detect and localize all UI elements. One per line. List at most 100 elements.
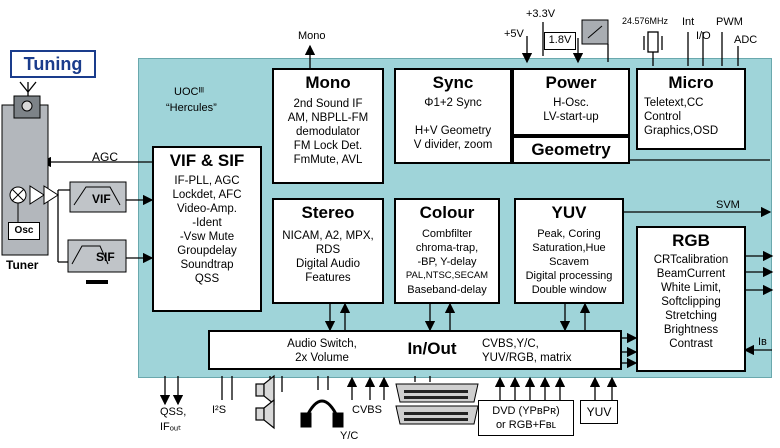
- colour-line: Baseband-delay: [407, 284, 487, 296]
- vif-sif-line: IF-PLL, AGC: [174, 175, 240, 187]
- rgb-block: RGB CRTcalibration BeamCurrent White Lim…: [636, 226, 746, 372]
- yuv-line: Saturation,Hue: [532, 242, 606, 254]
- yuv-line: Scavem: [549, 256, 589, 268]
- mono-line: FmMute, AVL: [293, 154, 363, 166]
- micro-line: Graphics,OSD: [644, 125, 719, 137]
- power-line: LV-start-up: [543, 111, 599, 123]
- adc-label: ADC: [734, 34, 758, 46]
- osc-box: Osc: [8, 222, 40, 240]
- yuv-line: Double window: [531, 284, 607, 296]
- mono-line: AM, NBPLL-FM: [287, 112, 369, 124]
- rgb-line: Contrast: [669, 338, 713, 350]
- qss-label: QSS,: [160, 406, 187, 418]
- yuv-block: YUV Peak, Coring Saturation,Hue Scavem D…: [514, 198, 624, 304]
- stereo-line: NICAM, A2, MPX,: [282, 230, 374, 242]
- sync-title: Sync: [432, 73, 474, 92]
- micro-title: Micro: [668, 73, 714, 92]
- dvd-line: or RGB+Fʙʟ: [495, 419, 557, 431]
- agc-label: AGC: [92, 150, 119, 164]
- colour-line: -BP, Y-delay: [417, 256, 477, 268]
- rgb-line: White Limit,: [660, 282, 722, 294]
- vif-sif-block: VIF & SIF IF-PLL, AGC Lockdet, AFC Video…: [152, 146, 262, 312]
- sync-block: Sync Φ1+2 Sync H+V Geometry V divider, z…: [394, 68, 512, 164]
- rgb-line: CRTcalibration: [653, 254, 729, 266]
- io-label: I/O: [696, 30, 711, 42]
- v18-label: 1.8V: [544, 32, 576, 50]
- inout-right-line: CVBS,Y/C,: [482, 338, 539, 350]
- sync-line: H+V Geometry: [414, 125, 492, 137]
- ib-label: Iʙ: [758, 336, 767, 348]
- vif-sif-line: QSS: [194, 273, 220, 285]
- rgb-line: Softclipping: [661, 296, 721, 308]
- inout-title: In/Out: [407, 339, 457, 358]
- vif-sif-line: -Vsw Mute: [179, 231, 235, 243]
- vif-sif-line: Groupdelay: [177, 245, 237, 257]
- vif-sif-title: VIF & SIF: [169, 151, 245, 170]
- colour-line: chroma-trap,: [415, 242, 479, 254]
- micro-line: Control: [644, 111, 682, 123]
- colour-block: Colour Combfilter chroma-trap, -BP, Y-de…: [394, 198, 500, 304]
- inout-block: Audio Switch, 2x Volume In/Out CVBS,Y/C,…: [208, 330, 622, 370]
- int-label: Int: [682, 16, 695, 28]
- vif-sif-line: Lockdet, AFC: [172, 189, 242, 201]
- mono-block: Mono 2nd Sound IF AM, NBPLL-FM demodulat…: [272, 68, 384, 184]
- sync-line: V divider, zoom: [413, 139, 493, 151]
- rgb-line: Brightness: [663, 324, 719, 336]
- power-block: Power H-Osc. LV-start-up: [512, 68, 630, 136]
- chip-name: UOCᴵᴵᴵ: [174, 86, 204, 98]
- tuning-label: Tuning: [10, 50, 96, 78]
- chip-nickname: “Hercules”: [166, 102, 217, 114]
- mono-line: FM Lock Det.: [293, 140, 363, 152]
- rgb-line: Stretching: [665, 310, 717, 322]
- mono-line: demodulator: [296, 126, 360, 138]
- v33-label: +3.3V: [526, 8, 556, 20]
- micro-line: Teletext,CC: [644, 97, 704, 109]
- micro-block: Micro Teletext,CC Control Graphics,OSD: [636, 68, 746, 150]
- mono-title: Mono: [305, 73, 351, 92]
- headphones-icon: [300, 399, 344, 428]
- colour-line: PAL,NTSC,SECAM: [405, 270, 489, 281]
- vif-sif-line: -Ident: [192, 217, 222, 229]
- rgb-line: BeamCurrent: [656, 268, 726, 280]
- stereo-block: Stereo NICAM, A2, MPX, RDS Digital Audio…: [272, 198, 384, 304]
- mono-line: 2nd Sound IF: [293, 98, 363, 110]
- geometry-title: Geometry: [531, 140, 611, 159]
- yuv-line: Digital processing: [525, 270, 613, 282]
- if-out-label: IFₒᵤₜ: [160, 421, 182, 433]
- yc-label: Y/C: [340, 430, 359, 442]
- stereo-line: RDS: [315, 244, 341, 256]
- crystal-label: 24.576MHz: [622, 16, 669, 26]
- speaker-icon: [255, 374, 275, 430]
- rgb-title: RGB: [672, 231, 710, 250]
- sif-filter-label: SIF: [96, 250, 115, 264]
- yuv-line: Peak, Coring: [537, 228, 601, 240]
- i2s-label: I²S: [212, 404, 227, 416]
- vif-sif-line: Video-Amp.: [177, 203, 237, 215]
- geometry-block: Geometry: [512, 136, 630, 164]
- cvbs-label: CVBS: [352, 404, 382, 416]
- power-line: H-Osc.: [553, 97, 589, 109]
- pwm-label: PWM: [716, 16, 743, 28]
- vif-filter-label: VIF: [92, 192, 111, 206]
- yuv-title: YUV: [551, 203, 587, 222]
- stereo-line: Digital Audio: [296, 258, 360, 270]
- inout-right-line: YUV/RGB, matrix: [482, 352, 572, 364]
- svm-label: SVM: [716, 199, 740, 211]
- dvd-line: DVD (YPʙPʀ): [492, 405, 560, 417]
- vif-sif-line: Soundtrap: [180, 259, 234, 271]
- inout-left-line: Audio Switch,: [287, 338, 357, 350]
- stereo-title: Stereo: [301, 203, 355, 222]
- sync-line: Φ1+2 Sync: [424, 97, 482, 109]
- dvd-input-box: DVD (YPʙPʀ) or RGB+Fʙʟ: [478, 400, 574, 436]
- inout-right-text: CVBS,Y/C, YUV/RGB, matrix: [482, 337, 612, 365]
- inout-left-text: Audio Switch, 2x Volume: [262, 337, 382, 365]
- colour-title: Colour: [419, 203, 475, 222]
- v5-label: +5V: [504, 28, 524, 40]
- mono-output-label: Mono: [298, 30, 326, 42]
- inout-left-line: 2x Volume: [295, 352, 349, 364]
- colour-line: Combfilter: [421, 228, 473, 240]
- yuv-input-box: YUV: [580, 400, 618, 424]
- stereo-line: Features: [305, 272, 351, 284]
- tuner-label: Tuner: [6, 258, 39, 272]
